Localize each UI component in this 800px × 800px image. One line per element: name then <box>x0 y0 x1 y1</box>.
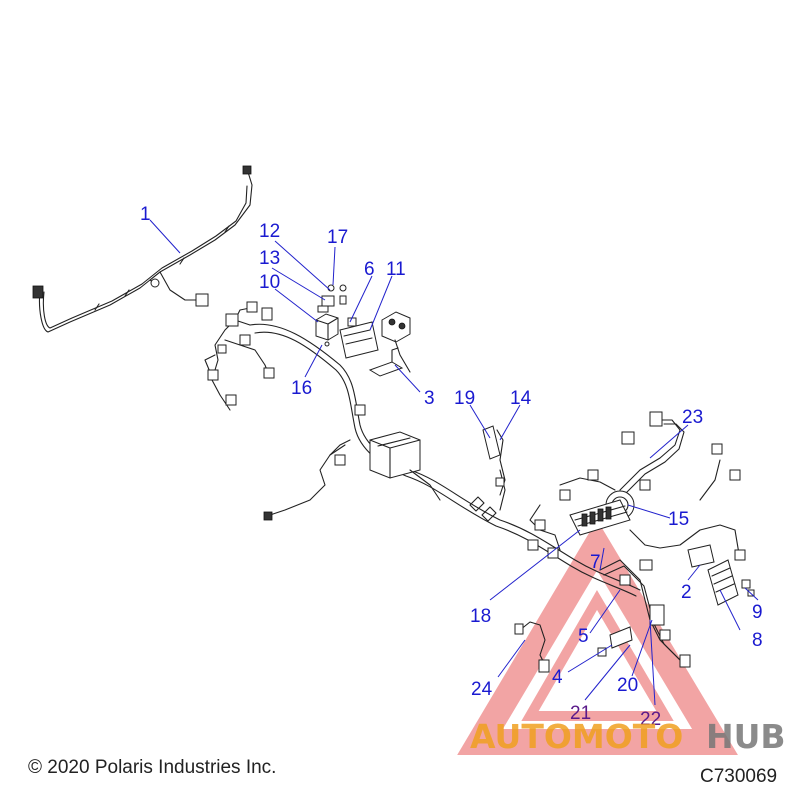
callout-3: 3 <box>424 388 435 409</box>
callout-17: 17 <box>327 227 348 248</box>
callout-20: 20 <box>617 675 638 696</box>
callout-14: 14 <box>510 388 532 409</box>
main-harness <box>204 301 641 597</box>
watermark-word-hub: HUB <box>706 717 786 756</box>
parts-4-5-20-22 <box>597 559 691 668</box>
callout-5: 5 <box>578 626 589 647</box>
watermark-word-automoto: AUTOMOTO <box>470 717 683 756</box>
callout-23: 23 <box>682 407 703 428</box>
callout-11: 11 <box>386 259 406 280</box>
callout-9: 9 <box>752 602 763 623</box>
callout-15: 15 <box>668 509 689 530</box>
harness-part-1 <box>32 165 253 333</box>
callout-24: 24 <box>471 679 493 700</box>
copyright-notice: © 2020 Polaris Industries Inc. <box>28 757 277 778</box>
callout-19: 19 <box>454 388 475 409</box>
watermark-text: AUTOMOTO HUB <box>470 717 786 756</box>
callout-10: 10 <box>259 272 280 293</box>
callout-7: 7 <box>590 552 601 573</box>
callout-6: 6 <box>364 259 375 280</box>
leader-lines <box>149 219 759 706</box>
figure-id: C730069 <box>700 766 778 787</box>
harness-part-24 <box>514 621 550 673</box>
callout-16: 16 <box>291 378 312 399</box>
callout-21: 21 <box>570 703 591 724</box>
parts-2-8-9 <box>687 544 755 606</box>
callout-8: 8 <box>752 630 763 651</box>
callout-22: 22 <box>640 709 661 730</box>
fuse-row <box>581 506 612 527</box>
callout-4: 4 <box>552 667 563 688</box>
callout-18: 18 <box>470 606 491 627</box>
callout-12: 12 <box>259 221 280 242</box>
callout-2: 2 <box>681 582 692 603</box>
ecu-bracket-3-6-11 <box>339 311 411 377</box>
watermark-logo <box>457 519 738 755</box>
callout-13: 13 <box>259 248 280 269</box>
callout-1: 1 <box>140 204 151 225</box>
fuse-box-cluster <box>559 411 746 561</box>
callouts: 1 2 3 4 5 6 7 8 9 10 11 12 13 14 15 16 1… <box>140 204 763 730</box>
